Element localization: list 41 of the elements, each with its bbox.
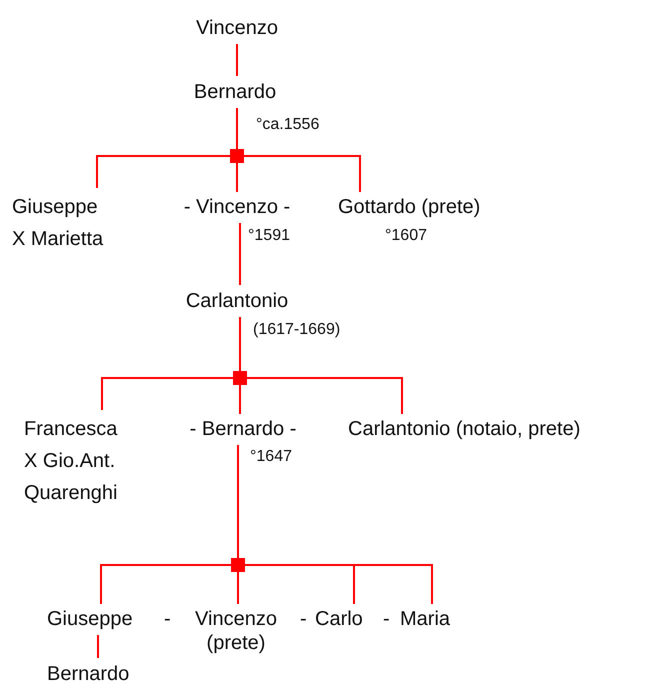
date-note: °1607 xyxy=(385,226,427,246)
family-line xyxy=(239,385,241,414)
family-line xyxy=(237,572,239,604)
person-name: Carlantonio xyxy=(186,289,288,313)
family-line xyxy=(96,155,230,188)
junction-square xyxy=(233,371,247,385)
junction-square xyxy=(231,558,245,572)
person-name: Carlo xyxy=(315,607,363,631)
person-name: Francesca X Gio.Ant. Quarenghi xyxy=(24,413,124,509)
family-line xyxy=(101,377,233,410)
family-line xyxy=(97,635,99,658)
family-line xyxy=(247,377,403,414)
family-line xyxy=(239,317,241,371)
person-name: - Vincenzo - xyxy=(184,195,290,219)
family-line xyxy=(237,445,239,558)
date-note: °ca.1556 xyxy=(256,115,320,135)
person-name: Carlantonio (notaio, prete) xyxy=(348,417,580,441)
person-name: - Bernardo - xyxy=(190,417,296,441)
family-line xyxy=(239,223,241,285)
separator-dash: - xyxy=(300,607,307,631)
person-note: (prete) xyxy=(206,631,266,655)
date-note: °1647 xyxy=(250,447,292,467)
person-name: Vincenzo xyxy=(195,607,277,631)
date-note: °1591 xyxy=(248,226,290,246)
family-line xyxy=(236,108,238,149)
person-name: Maria xyxy=(400,607,450,631)
person-name: Giuseppe xyxy=(47,607,133,631)
person-name: Giuseppe X Marietta xyxy=(12,191,112,255)
person-name: Vincenzo xyxy=(196,16,278,40)
junction-square xyxy=(230,149,244,163)
family-line xyxy=(100,564,231,604)
family-line xyxy=(244,155,361,192)
separator-dash: - xyxy=(383,607,390,631)
date-note: (1617-1669) xyxy=(253,320,340,340)
separator-dash: - xyxy=(164,607,171,631)
person-name: Bernardo xyxy=(47,662,130,686)
person-name: Gottardo (prete) xyxy=(338,195,480,219)
family-line xyxy=(236,163,238,192)
family-line xyxy=(245,564,433,604)
family-line xyxy=(236,44,238,76)
person-name: Bernardo xyxy=(194,80,276,104)
